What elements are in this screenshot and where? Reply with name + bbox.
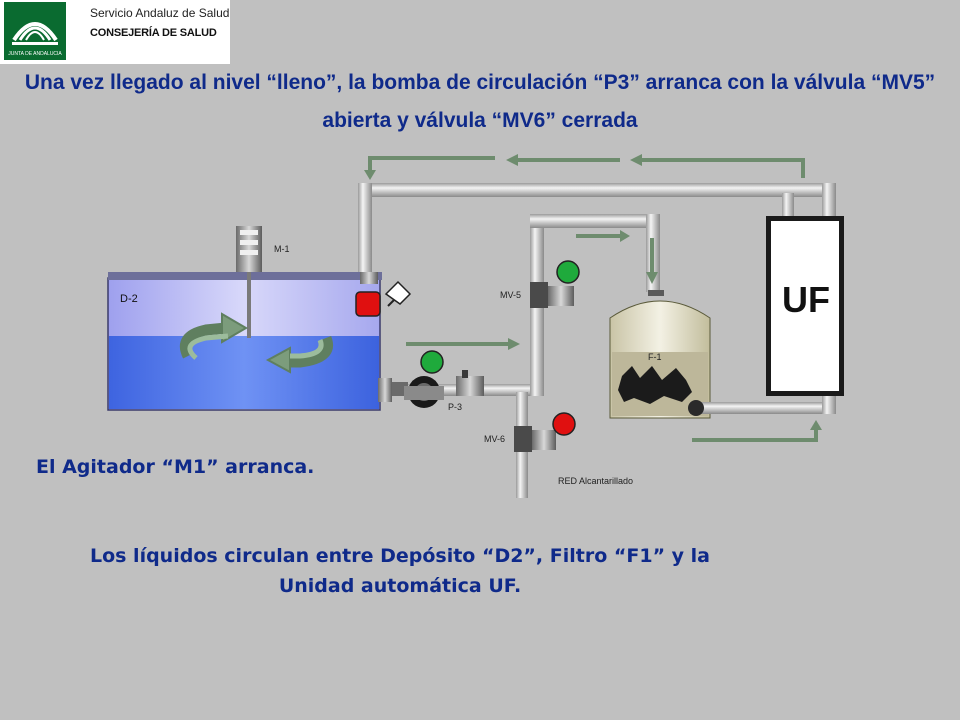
flow-arrow-to-filter — [576, 230, 658, 284]
filter-f1: F-1 — [609, 290, 711, 419]
caption-circulation: Los líquidos circulan entre Depósito “D2… — [89, 545, 711, 597]
org-name: Servicio Andaluz de Salud — [90, 6, 230, 20]
level-sensor — [360, 272, 412, 307]
indicator-valve-mv6 — [552, 412, 576, 436]
indicator-pump-p3 — [420, 350, 444, 374]
slide-heading: Una vez llegado al nivel “lleno”, la bom… — [24, 71, 936, 132]
flow-arrow-left-2 — [506, 154, 620, 166]
header-logo: JUNTA DE ANDALUCIA Servicio Andaluz de S… — [0, 0, 230, 64]
top-flow-arrows — [364, 154, 805, 180]
valve-mv5-label: MV-5 — [500, 290, 521, 300]
valve-mv5: MV-5 — [500, 282, 574, 308]
uf-unit: UF — [766, 216, 844, 396]
rotation-arrows-icon — [179, 312, 333, 374]
pump-p3: P-3 — [378, 370, 530, 412]
caption-agitator: El Agitador “M1” arranca. — [36, 456, 315, 478]
return-pipe — [358, 183, 836, 283]
indicator-valve-mv5 — [556, 260, 580, 284]
uf-label: UF — [782, 279, 830, 320]
status-indicators — [355, 260, 580, 436]
pump-label: P-3 — [448, 402, 462, 412]
filter-outlet-pipe — [688, 392, 836, 416]
agitator-label: M-1 — [274, 244, 290, 254]
flow-arrow-to-uf — [692, 420, 822, 442]
agitator-m1: M-1 — [236, 226, 290, 338]
flow-arrow-left-1 — [364, 156, 495, 180]
drain-label: RED Alcantarillado — [558, 476, 633, 486]
junta-emblem-icon: JUNTA DE ANDALUCIA — [4, 2, 66, 60]
flow-arrow-to-pump — [406, 338, 520, 350]
filter-label: F-1 — [648, 352, 662, 362]
emblem-text: JUNTA DE ANDALUCIA — [8, 51, 62, 57]
valve-mv6: MV-6 RED Alcantarillado — [484, 426, 633, 486]
flow-arrow-left-3 — [630, 154, 805, 178]
valve-mv6-label: MV-6 — [484, 434, 505, 444]
org-department: CONSEJERÍA DE SALUD — [90, 27, 217, 39]
indicator-tank-level — [355, 291, 381, 317]
tank-d2: D-2 — [107, 272, 382, 411]
tank-label: D-2 — [120, 293, 138, 305]
